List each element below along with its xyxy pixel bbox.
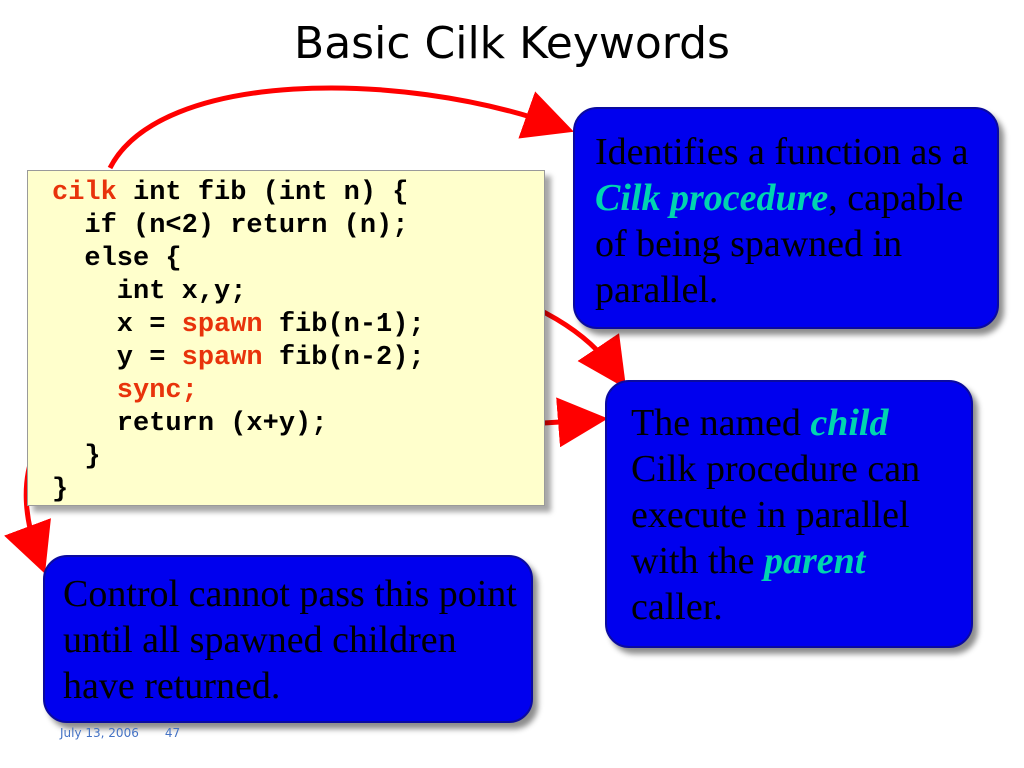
callout-cilk-procedure: Identifies a function as a Cilk procedur… (573, 107, 999, 329)
keyword-spawn-1: spawn (181, 310, 263, 340)
slide-title: Basic Cilk Keywords (294, 18, 730, 69)
code-block: cilk int fib (int n) { if (n<2) return (… (27, 170, 545, 506)
footer-date: July 13, 2006 (60, 726, 139, 740)
code-line-6: y = spawn fib(n-2); (52, 343, 425, 373)
footer-page-number: 47 (164, 726, 181, 740)
code-line-1: cilk int fib (int n) { (52, 178, 409, 208)
code-line-4: int x,y; (52, 277, 247, 307)
keyword-sync: sync; (52, 376, 198, 406)
code-line-5: x = spawn fib(n-1); (52, 310, 425, 340)
code-line-9: } (52, 442, 101, 472)
code-line-8: return (x+y); (52, 409, 328, 439)
code-line-2: if (n<2) return (n); (52, 211, 409, 241)
keyword-spawn-2: spawn (181, 343, 263, 373)
code-line-3: else { (52, 244, 182, 274)
keyword-cilk: cilk (52, 178, 117, 208)
highlight-child: child (810, 402, 889, 444)
slide-footer: July 13, 2006 47 (60, 726, 206, 740)
highlight-parent: parent (763, 540, 866, 582)
arrow-cilk-to-callout (107, 85, 574, 170)
callout-sync: Control cannot pass this point until all… (43, 555, 533, 723)
callout-child-procedure: The named child Cilk procedure can execu… (605, 380, 973, 648)
code-line-10: } (52, 475, 69, 505)
highlight-cilk-procedure: Cilk procedure (595, 177, 829, 219)
